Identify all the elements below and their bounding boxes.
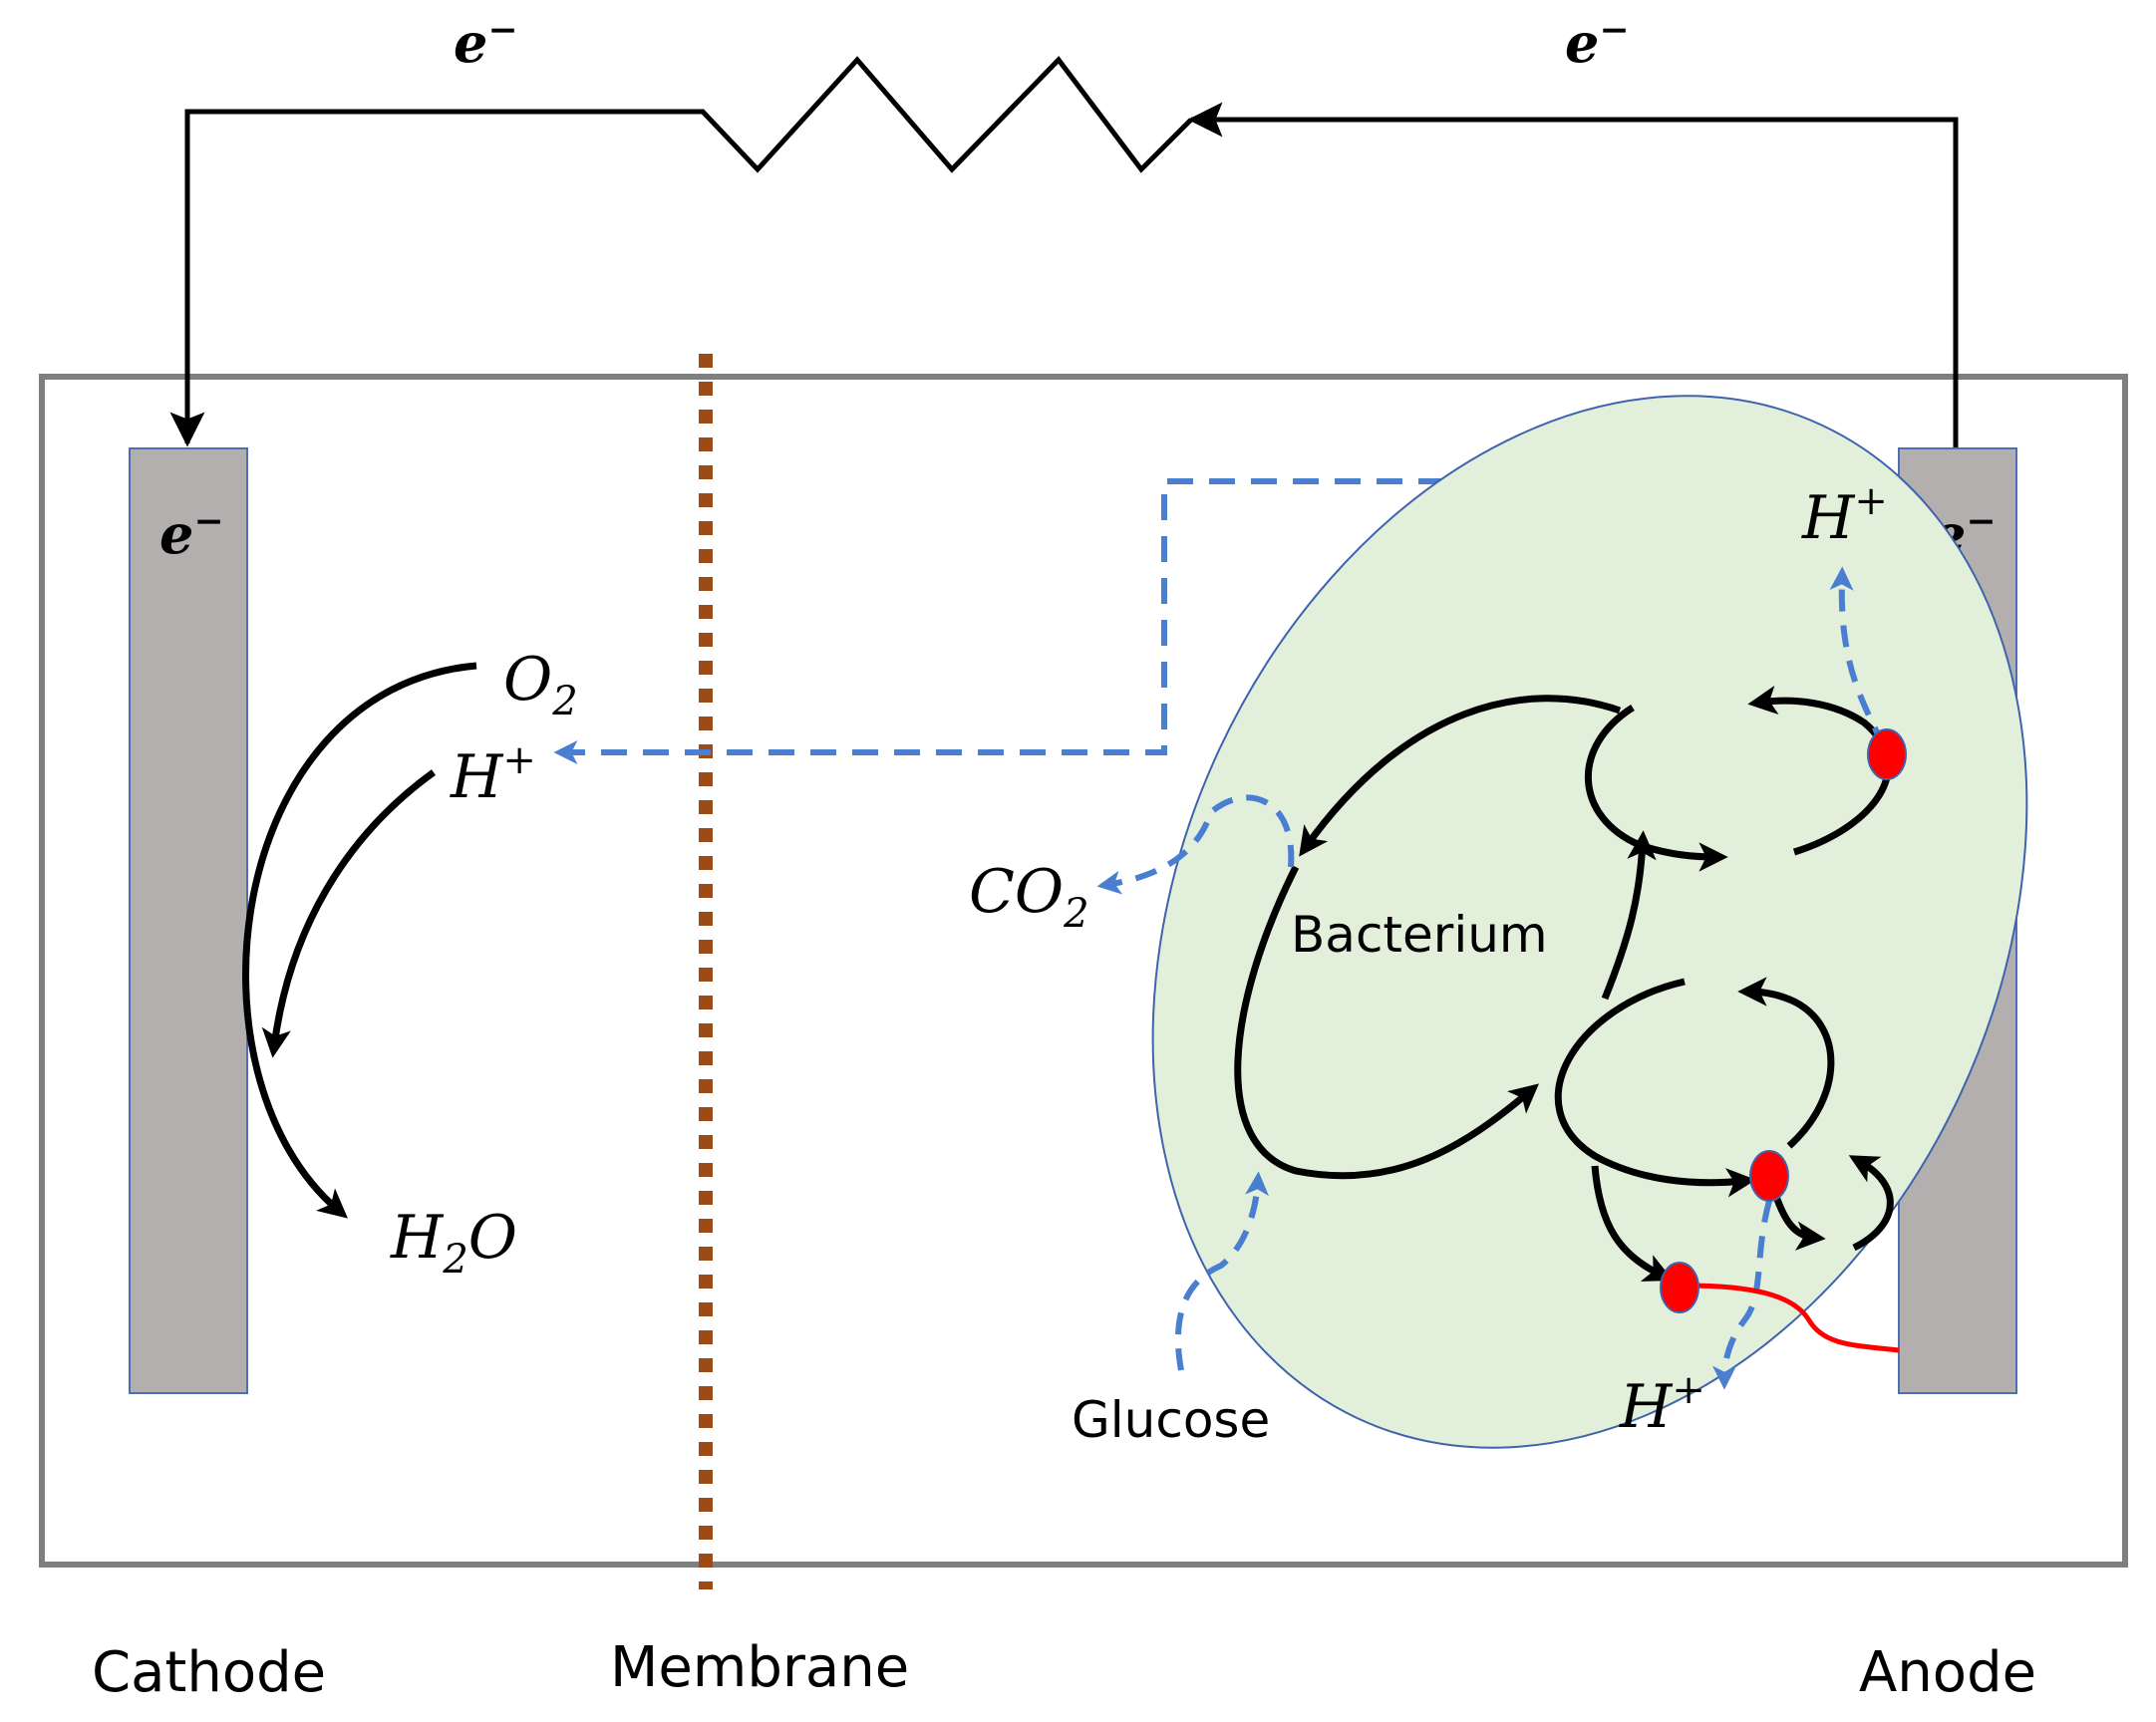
- co2-label: CO2: [969, 857, 1089, 937]
- cathode-proton-label: H+: [450, 737, 536, 812]
- cathode-electron-label: e−: [159, 500, 224, 566]
- recycle-arrow-icon: [1848, 1155, 1894, 1252]
- metabolic-cycle-arrow: [1591, 1165, 1674, 1282]
- cathode-electrode: [129, 447, 248, 1394]
- metabolic-cycle-arrow: [1601, 830, 1657, 1001]
- bacterium: [1151, 395, 2028, 1449]
- metabolic-cycle-arrow: [1234, 865, 1539, 1180]
- external-circuit-wire: [1187, 102, 1959, 448]
- anode-label: Anode: [1859, 1640, 2036, 1705]
- metabolic-cycle-arrow: [1584, 705, 1728, 872]
- co2-release-arrow: [1096, 794, 1295, 895]
- electron-label-top-left: e−: [454, 9, 518, 75]
- anode-proton-label-bottom: H+: [1619, 1367, 1705, 1442]
- oxygen-label: O2: [503, 645, 578, 724]
- anode-proton-label-top: H+: [1801, 478, 1888, 553]
- cell-container: [39, 374, 2128, 1568]
- red-dot-icon: [1867, 728, 1907, 780]
- proton-release-arrow-bottom: [1712, 1200, 1772, 1390]
- metabolic-cycle-arrow: [1299, 695, 1622, 857]
- oxygen-to-water-arrow: [242, 662, 477, 1219]
- proton-release-arrow-top: [1829, 566, 1887, 749]
- metabolic-cycle-arrow: [1554, 978, 1756, 1198]
- bacterium-label: Bacterium: [1291, 906, 1548, 964]
- red-dot-icon: [1660, 1262, 1699, 1313]
- cathode-label: Cathode: [92, 1640, 326, 1705]
- glucose-uptake-arrow: [1175, 1171, 1270, 1371]
- red-dot-icon: [1749, 1150, 1789, 1202]
- metabolic-cycle-arrow: [1737, 977, 1835, 1149]
- glucose-label: Glucose: [1072, 1391, 1270, 1449]
- membrane-label: Membrane: [610, 1635, 909, 1700]
- proton-to-cathode-arrow: [261, 769, 437, 1058]
- resistor-zigzag-icon: [169, 56, 1193, 447]
- nanowire: [1684, 1283, 1900, 1353]
- electron-label-top-right: e−: [1565, 9, 1630, 75]
- water-label: H2O: [390, 1203, 517, 1283]
